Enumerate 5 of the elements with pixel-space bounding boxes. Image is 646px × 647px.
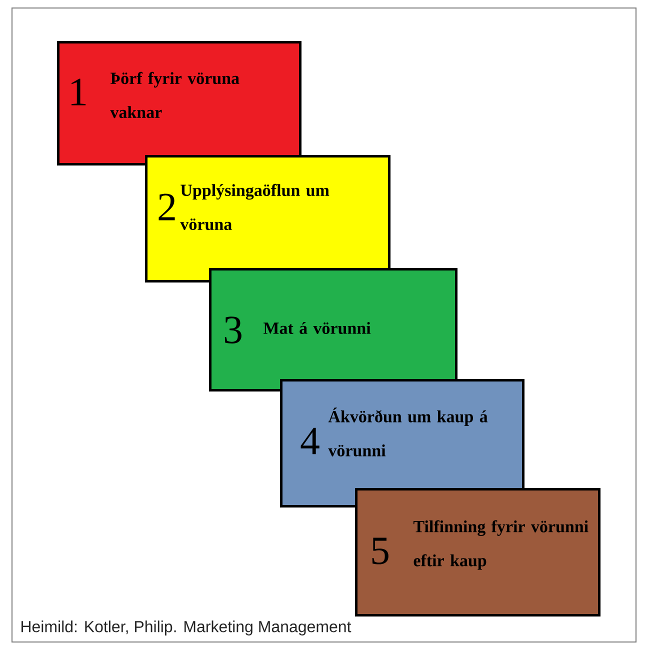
caption: Heimild: Kotler, Philip. Marketing Management bbox=[22, 620, 352, 636]
step-box: 1 Þörf fyrir vöruna vaknar bbox=[57, 41, 302, 166]
step-box: 4 Ákvörðun um kaup á vörunni bbox=[280, 379, 524, 508]
step-box: 3 Mat á vörunni bbox=[209, 268, 458, 392]
step-box: 5 Tilfinning fyrir vörunni eftir kaup bbox=[355, 488, 600, 616]
